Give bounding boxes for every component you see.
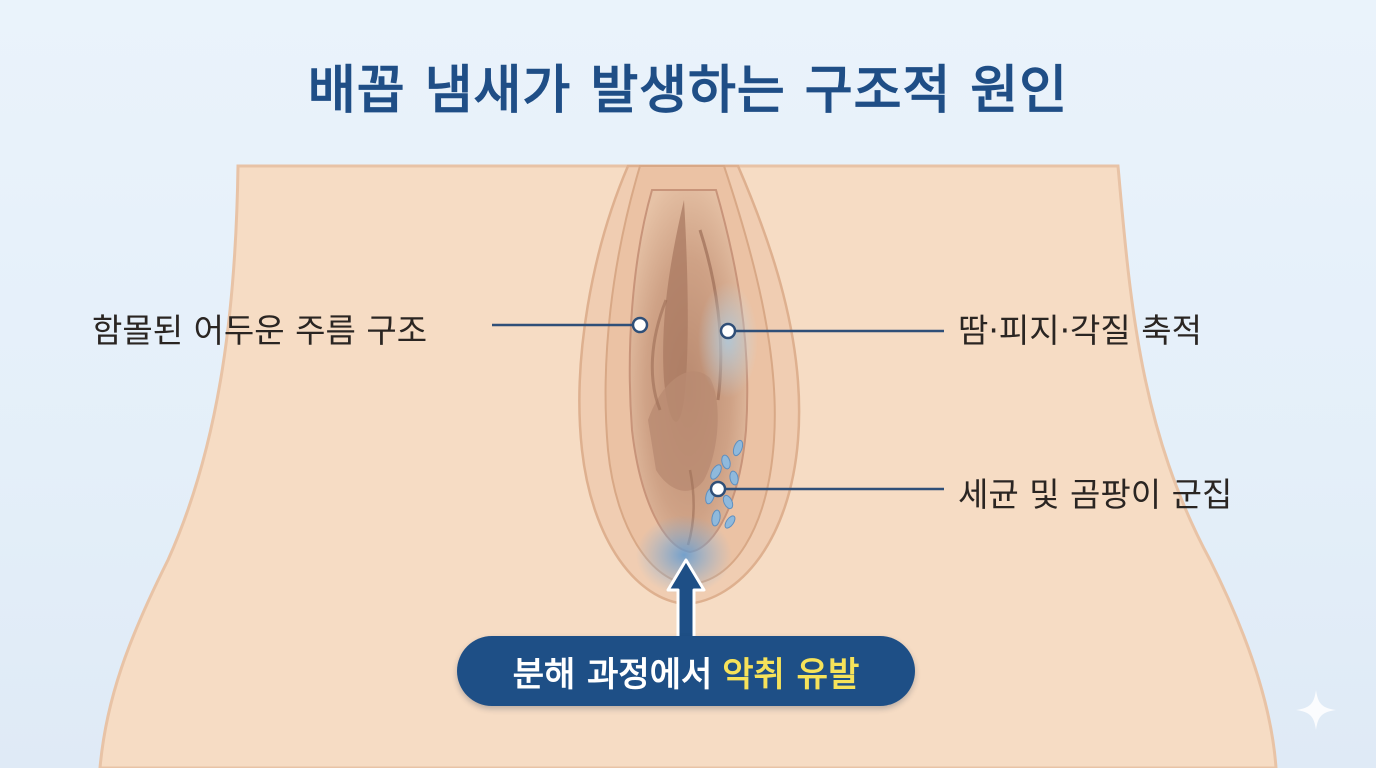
callout-highlight-text: 악취 유발 — [722, 654, 860, 695]
sebum-haze — [698, 282, 758, 398]
wrinkle-fold — [663, 200, 688, 422]
leader-dot-right-top — [719, 322, 737, 340]
callout-main-text: 분해 과정에서 — [512, 654, 713, 695]
wrinkle-fold — [648, 371, 718, 491]
wrinkle-fold — [650, 299, 668, 411]
label-bacteria-fungi-colony: 세균 및 곰팡이 군집 — [958, 475, 1233, 514]
diagram-title: 배꼽 냄새가 발생하는 구조적 원인 — [307, 61, 1069, 121]
odor-callout-pill: 분해 과정에서 악취 유발 — [457, 636, 915, 706]
sparkle-icon — [1296, 690, 1336, 730]
leader-dot-right-bottom — [709, 480, 727, 498]
odor-glow — [636, 515, 732, 595]
label-sweat-sebum-buildup: 땀·피지·각질 축적 — [958, 311, 1202, 350]
label-dark-wrinkle-structure: 함몰된 어두운 주름 구조 — [92, 311, 428, 350]
leader-dot-left — [631, 316, 649, 334]
bacteria-cluster — [705, 439, 744, 529]
